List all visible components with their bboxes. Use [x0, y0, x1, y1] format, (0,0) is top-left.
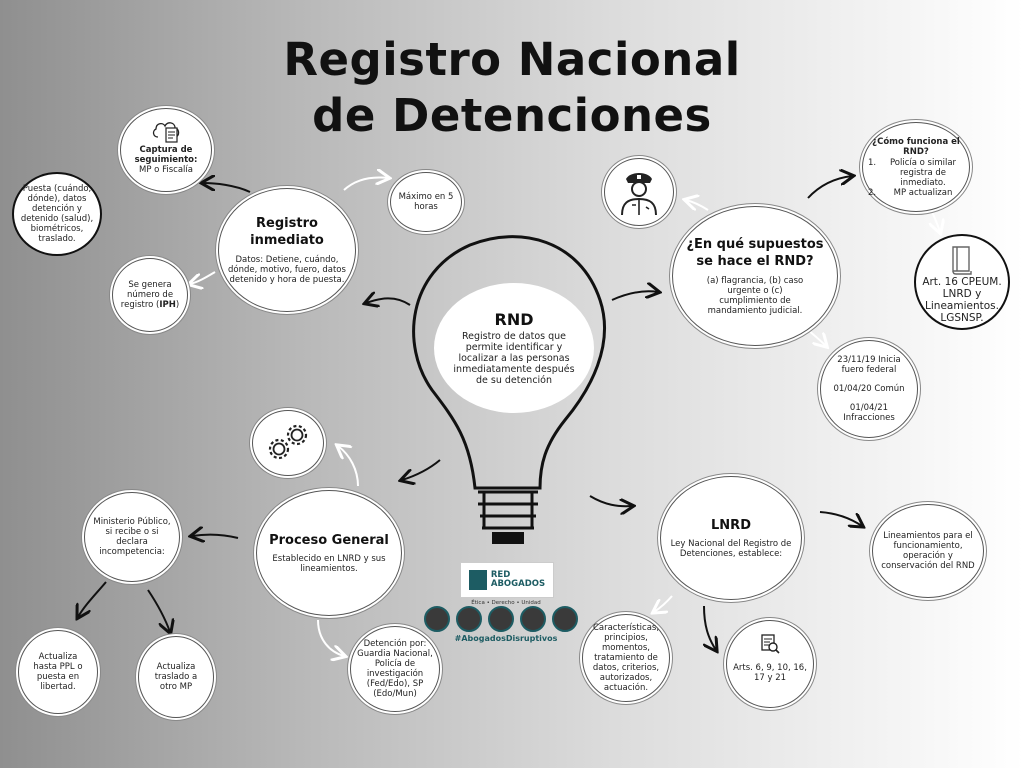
page-title: Registro Nacional de Detenciones — [230, 32, 794, 144]
logo-mark-icon — [468, 570, 487, 590]
como-heading: ¿Cómo funciona el RND? — [872, 136, 960, 157]
team-avatars — [424, 606, 578, 632]
captura-text: MP o Fiscalía — [139, 165, 193, 175]
arrow-supuestos-to-fechas — [807, 329, 826, 346]
actualiza-traslado-node: Actualiza traslado a otro MP — [138, 636, 214, 718]
iph-text: Se genera número de registro (IPH) — [119, 280, 181, 310]
actualiza-ppl-text: Actualiza hasta PPL o puesta en libertad… — [33, 652, 83, 692]
como-item-2-text: MP actualizan — [893, 187, 953, 198]
fecha-3: 01/04/21 Infracciones — [843, 403, 895, 423]
arrow-rnd-to-lnrd — [589, 495, 632, 506]
proceso-node: Proceso General Establecido en LNRD y su… — [256, 490, 402, 616]
articulo-text: Art. 16 CPEUM. LNRD y Lineamientos. LGSN… — [922, 276, 1002, 324]
avatar — [424, 606, 450, 632]
ministerio-text: Ministerio Público, si recibe o si decla… — [93, 517, 171, 557]
iph-node: Se genera número de registro (IPH) — [112, 258, 188, 332]
iph-bold: IPH — [159, 300, 176, 310]
detencion-text: Detención por: Guardia Nacional, Policía… — [357, 639, 433, 699]
arrow-rnd-to-supuestos — [611, 291, 658, 301]
arrow-proceso-to-detencion — [317, 619, 344, 656]
como-item-2: 2.MP actualizan — [868, 188, 964, 198]
avatar — [520, 606, 546, 632]
arrow-lnrd-to-caracteristicas — [654, 595, 673, 612]
gears-icon — [268, 424, 308, 460]
rnd-heading: RND — [494, 309, 534, 329]
logo-wordmark: RED ABOGADOS — [491, 571, 545, 589]
registro-heading: Registro inmediato — [250, 216, 324, 248]
arrow-registro-to-iph — [190, 271, 216, 284]
como-funciona-node: ¿Cómo funciona el RND? 1.Policía o simil… — [862, 122, 970, 212]
arts-node: Arts. 6, 9, 10, 16, 17 y 21 — [726, 620, 814, 708]
supuestos-text: (a) flagrancia, (b) caso urgente o (c) c… — [706, 276, 804, 316]
ministerio-node: Ministerio Público, si recibe o si decla… — [84, 492, 180, 582]
iph-text-after: ) — [175, 300, 180, 310]
arrow-supuestos-to-como — [807, 176, 852, 199]
avatar — [552, 606, 578, 632]
hashtag: #AbogadosDisruptivos — [454, 634, 558, 643]
articulo-node: Art. 16 CPEUM. LNRD y Lineamientos. LGSN… — [914, 234, 1010, 330]
book-icon — [952, 246, 972, 275]
police-officer-icon — [621, 173, 657, 216]
gears-node — [252, 410, 324, 476]
como-item-1: 1.Policía o similar registra de inmediat… — [868, 158, 964, 188]
captura-node: Captura de seguimiento: MP o Fiscalía — [120, 108, 212, 192]
avatar — [488, 606, 514, 632]
detencion-node: Detención por: Guardia Nacional, Policía… — [350, 626, 440, 712]
puesta-text: Puesta (cuándo, dónde), datos detención … — [20, 184, 94, 244]
lineamientos-node: Lineamientos para el funcionamiento, ope… — [872, 504, 984, 598]
title-line-2: de Detenciones — [312, 89, 712, 142]
arrow-registro-to-maximo — [343, 178, 388, 191]
arrow-proceso-to-ministerio — [192, 535, 239, 538]
proceso-heading: Proceso General — [269, 533, 389, 548]
arrow-proceso-to-gears — [338, 446, 359, 487]
arrow-supuestos-to-officer — [686, 200, 709, 211]
red-abogados-logo: RED ABOGADOS — [460, 562, 554, 598]
supuestos-node: ¿En qué supuestos se hace el RND? (a) fl… — [672, 206, 838, 346]
logo-tagline: Ética • Derecho • Unidad — [471, 600, 541, 606]
caracteristicas-node: Características, principios, momentos, t… — [582, 614, 670, 702]
arrow-rnd-to-proceso — [402, 459, 441, 480]
arts-text: Arts. 6, 9, 10, 16, 17 y 21 — [733, 663, 807, 683]
lightbulb-icon — [412, 235, 606, 544]
lnrd-heading: LNRD — [711, 518, 751, 533]
officer-node — [604, 158, 674, 226]
arrow-como-to-art — [932, 211, 940, 232]
lnrd-text: Ley Nacional del Registro de Detenciones… — [670, 539, 792, 559]
proceso-text: Establecido en LNRD y sus lineamientos. — [272, 554, 386, 574]
fecha-1: 23/11/19 Inicia fuero federal — [837, 355, 901, 375]
supuestos-heading: ¿En qué supuestos se hace el RND? — [686, 237, 824, 269]
maximo-node: Máximo en 5 horas — [390, 172, 462, 232]
actualiza-ppl-node: Actualiza hasta PPL o puesta en libertad… — [18, 630, 98, 714]
document-search-icon — [761, 634, 780, 654]
rnd-text: Registro de datos que permite identifica… — [453, 330, 575, 386]
maximo-text: Máximo en 5 horas — [398, 192, 454, 212]
logo-line-2: ABOGADOS — [490, 579, 546, 589]
cloud-document-icon — [152, 122, 180, 143]
puesta-node: Puesta (cuándo, dónde), datos detención … — [12, 172, 102, 256]
captura-heading: Captura de seguimiento: — [134, 145, 198, 165]
arrow-lnrd-to-arts — [704, 605, 716, 650]
arrow-lnrd-to-lineamientos — [819, 511, 862, 526]
caracteristicas-text: Características, principios, momentos, t… — [592, 623, 660, 693]
fecha-2: 01/04/20 Común — [833, 384, 905, 394]
avatar — [456, 606, 482, 632]
registro-inmediato-node: Registro inmediato Datos: Detiene, cuánd… — [218, 188, 356, 312]
logo-line-1: RED — [490, 570, 511, 580]
como-item-1-text: Policía o similar registra de inmediato. — [889, 157, 957, 188]
lineamientos-text: Lineamientos para el funcionamiento, ope… — [881, 531, 975, 571]
como-list: 1.Policía o similar registra de inmediat… — [868, 158, 964, 198]
arrow-ministerio-to-ppl — [78, 581, 107, 617]
fechas-node: 23/11/19 Inicia fuero federal 01/04/20 C… — [820, 340, 918, 438]
registro-text: Datos: Detiene, cuándo, dónde, motivo, f… — [228, 255, 346, 285]
arrow-registro-to-captura — [203, 183, 251, 193]
lnrd-node: LNRD Ley Nacional del Registro de Detenc… — [660, 476, 802, 600]
actualiza-traslado-text: Actualiza traslado a otro MP — [154, 662, 198, 692]
title-line-1: Registro Nacional — [283, 33, 741, 86]
rnd-node: RND Registro de datos que permite identi… — [434, 283, 594, 413]
iph-text-before: Se genera número de registro ( — [120, 280, 174, 310]
arrow-rnd-to-registro — [366, 298, 411, 305]
arrow-ministerio-to-traslado — [147, 589, 170, 632]
